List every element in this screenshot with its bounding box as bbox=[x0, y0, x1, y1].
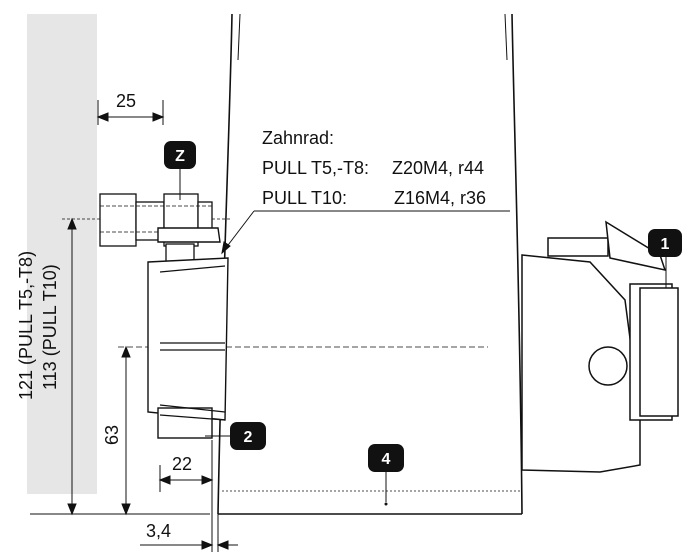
post-body bbox=[217, 13, 523, 515]
badge-z: Z bbox=[164, 141, 196, 200]
badge-4-text: 4 bbox=[382, 451, 391, 468]
dim-113-label: 113 (PULL T10) bbox=[40, 264, 60, 390]
dim-22-label: 22 bbox=[172, 454, 192, 474]
gear-note-line2-value: Z16M4, r36 bbox=[394, 188, 486, 208]
wall-surface bbox=[27, 14, 97, 494]
dim-121 bbox=[67, 217, 77, 516]
gear-note-line1-model: PULL T5,-T8: bbox=[262, 158, 369, 178]
gear-note-title: Zahnrad: bbox=[262, 128, 334, 148]
gear-note-line2-model: PULL T10: bbox=[262, 188, 347, 208]
badge-1-text: 1 bbox=[661, 236, 670, 253]
gear-note-line1-value: Z20M4, r44 bbox=[392, 158, 484, 178]
dim-63-label: 63 bbox=[102, 425, 122, 445]
badge-1: 1 bbox=[648, 229, 682, 288]
dim-63 bbox=[121, 345, 131, 516]
gear-note-leader bbox=[221, 210, 510, 255]
dim-22 bbox=[158, 440, 214, 514]
badge-2-text: 2 bbox=[244, 429, 253, 446]
post-inner-edge bbox=[237, 13, 241, 61]
badge-2: 2 bbox=[205, 422, 266, 450]
dim-3-4 bbox=[140, 514, 238, 552]
motor-body bbox=[521, 220, 679, 473]
gear-housing bbox=[147, 227, 229, 439]
dim-3-4-label: 3,4 bbox=[146, 521, 171, 541]
badge-z-text: Z bbox=[175, 148, 185, 165]
dim-25 bbox=[96, 100, 165, 125]
post-inner-edge-right bbox=[504, 13, 508, 61]
badge-4: 4 bbox=[368, 444, 404, 506]
gear-teeth bbox=[159, 265, 226, 421]
dim-121-label: 121 (PULL T5,-T8) bbox=[16, 251, 36, 400]
dim-25-label: 25 bbox=[116, 91, 136, 111]
